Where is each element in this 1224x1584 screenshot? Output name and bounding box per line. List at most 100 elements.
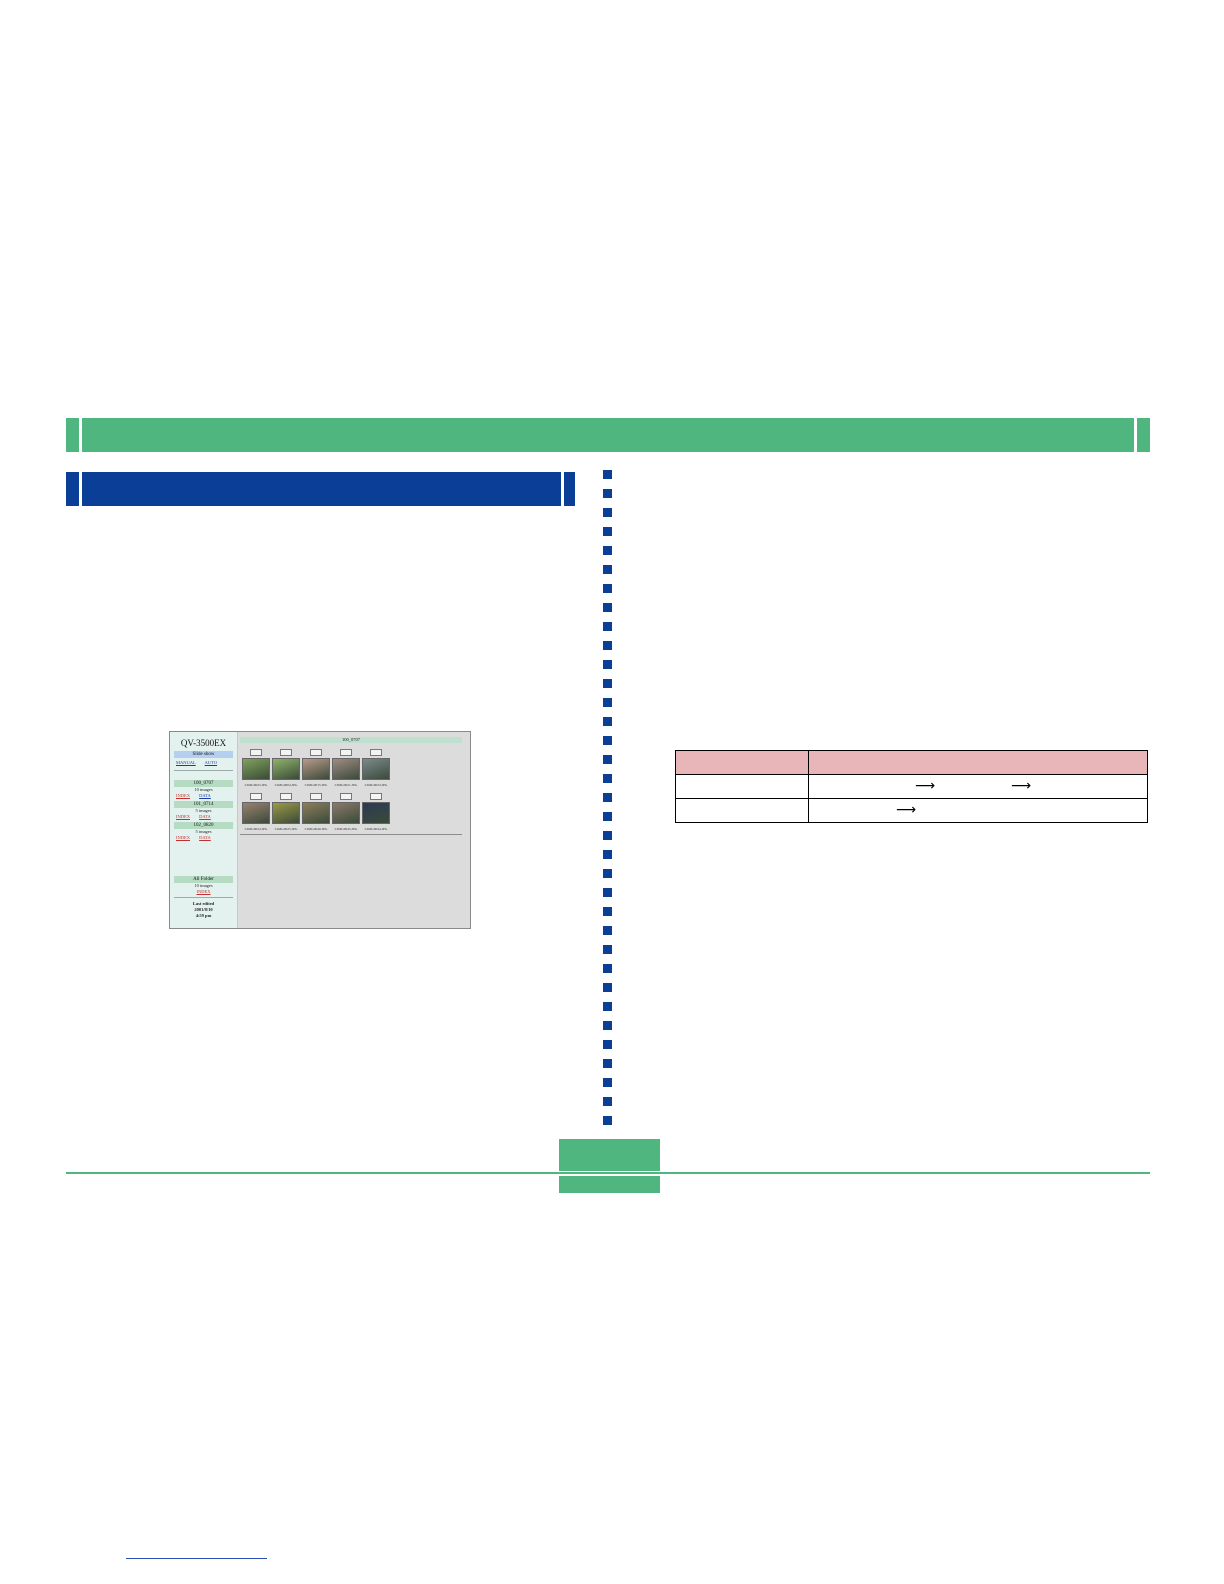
thumbnail-cell[interactable]: CIMG0025.JPG: [272, 793, 300, 831]
divider-dot: [603, 945, 612, 954]
grid-bottom-rule: [240, 834, 462, 835]
divider-dot: [603, 907, 612, 916]
right-arrow-icon: ⟶: [915, 778, 936, 794]
camera-icon: [370, 749, 382, 756]
thumbnail-cell[interactable]: CIMG0044.JPG: [362, 793, 390, 831]
table-row: ⟶: [675, 798, 1148, 823]
landscape-icon: [310, 793, 322, 800]
camera-icon: [340, 793, 352, 800]
portrait-icon: [310, 749, 322, 756]
divider-dot: [603, 1116, 612, 1125]
thumbnail-image[interactable]: [362, 758, 390, 780]
thumbnail-cell[interactable]: CIMG0040.JPG: [302, 793, 330, 831]
divider-dot: [603, 584, 612, 593]
slideshow-auto-link[interactable]: AUTO: [204, 760, 218, 765]
folder-links: INDEX DATA: [176, 814, 234, 820]
folder-data-link[interactable]: DATA: [199, 835, 211, 840]
camera-icon: [280, 749, 292, 756]
all-folder-count: 10 images: [194, 883, 213, 888]
divider-dot: [603, 755, 612, 764]
thumbnail-filename: CIMG0044.JPG: [364, 827, 388, 831]
screenshot-sidebar: QV-3500EX Slide show MANUAL AUTO 100_070…: [170, 732, 238, 928]
folder-index-link[interactable]: INDEX: [176, 793, 190, 798]
thumbnail-filename: CIMG0040.JPG: [304, 827, 328, 831]
last-edited-date: 2001/8/10: [194, 907, 213, 912]
thumbnail-cell[interactable]: CIMG0023.JPG: [362, 749, 390, 787]
table-header-row: [675, 750, 1148, 775]
thumbnail-image[interactable]: [272, 758, 300, 780]
thumbnail-cell[interactable]: CIMG0004.JPG: [272, 749, 300, 787]
slideshow-manual-link[interactable]: MANUAL: [176, 760, 196, 765]
last-edited-label: Last edited: [192, 901, 215, 906]
thumbnail-filename: CIMG0045.JPG: [334, 827, 358, 831]
folder-count: 10 images: [194, 787, 213, 792]
folder-data-link[interactable]: DATA: [199, 814, 211, 819]
camera-model-title: QV-3500EX: [180, 738, 227, 748]
footer-link-underline: [126, 1558, 267, 1559]
thumbnail-cell[interactable]: CIMG0015.JPG: [302, 749, 330, 787]
divider-dot: [603, 831, 612, 840]
divider-dot: [603, 1002, 612, 1011]
folder-count: 5 images: [195, 808, 212, 813]
thumbnail-cell[interactable]: CIMG0045.JPG: [332, 793, 360, 831]
table-cell: [675, 798, 809, 823]
divider-dot: [603, 1021, 612, 1030]
divider-dot: [603, 470, 612, 479]
slideshow-links: MANUAL AUTO: [176, 760, 234, 766]
divider-dot: [603, 983, 612, 992]
table-cell: ⟶ ⟶: [808, 774, 1148, 799]
divider-dot: [603, 717, 612, 726]
camera-icon: [280, 793, 292, 800]
thumbnail-filename: CIMG0025.JPG: [244, 783, 268, 787]
folder-header: 100_0707: [240, 737, 462, 743]
info-table: ⟶ ⟶ ⟶: [675, 750, 1148, 823]
divider-dot: [603, 679, 612, 688]
browser-screenshot-figure: QV-3500EX Slide show MANUAL AUTO 100_070…: [169, 731, 471, 929]
divider-dot: [603, 527, 612, 536]
folder-index-link[interactable]: INDEX: [176, 814, 190, 819]
divider-dot: [603, 489, 612, 498]
thumbnail-image[interactable]: [302, 802, 330, 824]
table-header-cell: [808, 750, 1148, 775]
divider-dot: [603, 736, 612, 745]
last-edited-time: 4:59 pm: [195, 913, 212, 918]
thumbnail-cell[interactable]: CIMG0024.JPG: [242, 793, 270, 831]
thumbnail-filename: CIMG0024.JPG: [244, 827, 268, 831]
divider-dot: [603, 812, 612, 821]
folder-index-link[interactable]: INDEX: [176, 835, 190, 840]
table-cell: [675, 774, 809, 799]
folder-name: 102_0820: [174, 822, 233, 829]
table-header-cell: [675, 750, 809, 775]
thumbnail-image[interactable]: [302, 758, 330, 780]
divider-dot: [603, 869, 612, 878]
folder-data-link[interactable]: DATA: [199, 793, 211, 798]
thumbnail-filename: CIMG0021.JPG: [334, 783, 358, 787]
section-title-bar: [66, 472, 575, 506]
thumbnail-image[interactable]: [242, 802, 270, 824]
divider-dot: [603, 1059, 612, 1068]
night-icon: [370, 793, 382, 800]
thumbnail-cell[interactable]: CIMG0021.JPG: [332, 749, 360, 787]
thumbnail-image[interactable]: [242, 758, 270, 780]
divider-dot: [603, 926, 612, 935]
sidebar-rule: [174, 770, 233, 771]
thumbnail-image[interactable]: [332, 758, 360, 780]
all-folder-index-link[interactable]: INDEX: [196, 889, 211, 894]
thumbnail-filename: CIMG0004.JPG: [274, 783, 298, 787]
divider-dot: [603, 508, 612, 517]
thumbnail-image[interactable]: [332, 802, 360, 824]
slideshow-label: Slide show: [174, 751, 233, 758]
camera-icon: [250, 749, 262, 756]
divider-dot: [603, 774, 612, 783]
chapter-title-bar: [66, 418, 1150, 452]
thumbnail-image[interactable]: [362, 802, 390, 824]
thumbnail-filename: CIMG0023.JPG: [364, 783, 388, 787]
footer-rule: [66, 1172, 1150, 1174]
chapter-bar-notch-right: [1134, 418, 1137, 452]
divider-dot: [603, 546, 612, 555]
thumbnail-cell[interactable]: CIMG0025.JPG: [242, 749, 270, 787]
page-number-box-top: [559, 1139, 660, 1171]
divider-dot: [603, 603, 612, 612]
thumbnail-image[interactable]: [272, 802, 300, 824]
divider-dot: [603, 1097, 612, 1106]
